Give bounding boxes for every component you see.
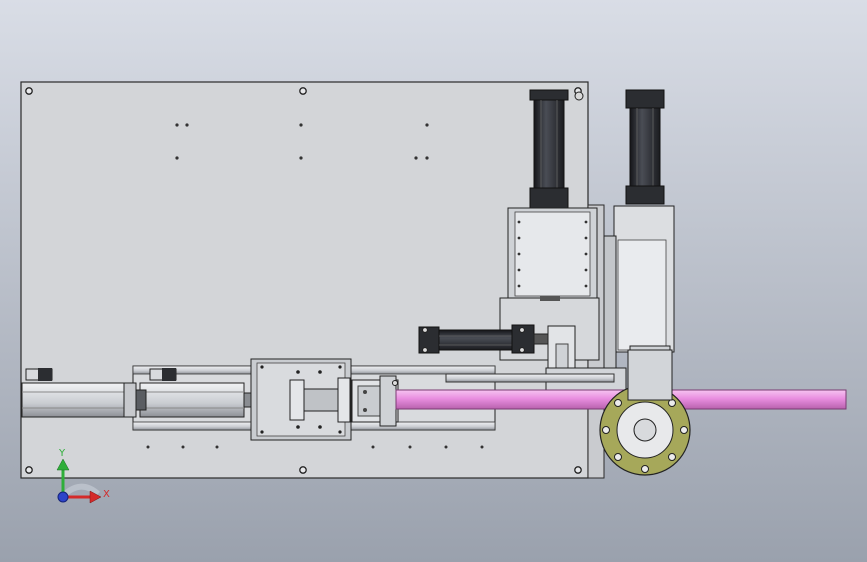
flange-arm xyxy=(627,349,673,401)
coordinate-triad: Y X xyxy=(56,448,110,504)
horizontal-cylinder xyxy=(418,324,549,354)
plate-corner-holes xyxy=(25,87,582,474)
proximity-sensors xyxy=(25,368,177,381)
tube-clamp-housing xyxy=(351,375,399,427)
upper-slide-rail xyxy=(445,373,615,383)
carriage-plate xyxy=(250,358,352,441)
triad-y-label: Y xyxy=(58,448,66,459)
mounting-flange xyxy=(599,384,691,476)
plate-tapped-holes xyxy=(175,123,429,160)
gripper-block xyxy=(545,325,627,401)
triad-x-label: X xyxy=(103,489,110,500)
left-linear-actuator xyxy=(21,382,245,418)
cylinder-fitting xyxy=(574,91,584,101)
